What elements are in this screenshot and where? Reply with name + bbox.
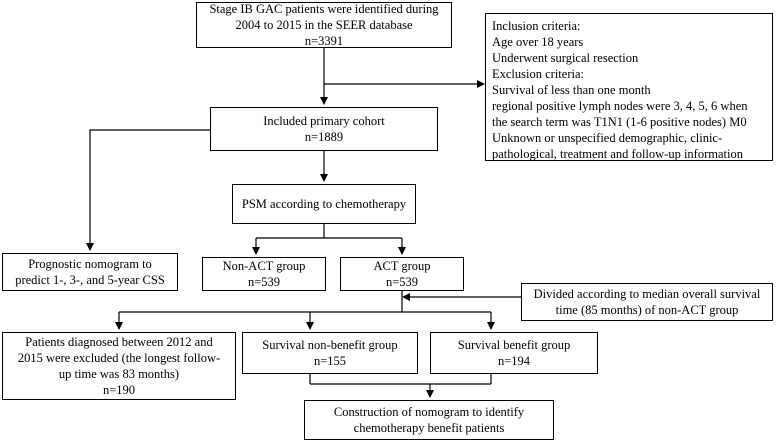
- node-text-line: time (85 months) of non-ACT group: [555, 303, 739, 317]
- node-survival-non-benefit-group: Survival non-benefit group n=155: [242, 332, 418, 374]
- node-text-line: chemotherapy benefit patients: [353, 421, 505, 435]
- node-text-line: 2015 were excluded (the longest follow-: [17, 351, 221, 365]
- node-text-line: n=3391: [304, 34, 344, 48]
- node-text-line: predict 1-, 3-, and 5-year CSS: [15, 273, 165, 287]
- node-text-line: n=194: [497, 354, 531, 368]
- node-inclusion-exclusion-criteria: Inclusion criteria: Age over 18 years Un…: [485, 13, 773, 161]
- node-text-line: n=539: [247, 275, 281, 289]
- criteria-line: Inclusion criteria:: [492, 19, 581, 33]
- node-text-line: n=190: [102, 383, 136, 397]
- node-non-act-group: Non-ACT group n=539: [202, 257, 326, 291]
- node-prognostic-nomogram: Prognostic nomogram to predict 1-, 3-, a…: [2, 253, 178, 291]
- node-text-line: Prognostic nomogram to: [28, 257, 152, 271]
- node-text-line: Patients diagnosed between 2012 and: [25, 335, 213, 349]
- node-text-line: n=155: [313, 354, 347, 368]
- node-primary-cohort: Included primary cohort n=1889: [210, 107, 438, 151]
- node-text-line: Survival non-benefit group: [262, 338, 398, 352]
- criteria-line: regional positive lymph nodes were 3, 4,…: [492, 99, 748, 113]
- criteria-line: Unknown or unspecified demographic, clin…: [492, 131, 723, 145]
- node-text-line: up time was 83 months): [58, 367, 180, 381]
- node-text-line: Stage IB GAC patients were identified du…: [209, 2, 439, 16]
- node-text-line: n=539: [385, 275, 419, 289]
- criteria-line: Survival of less than one month: [492, 83, 651, 97]
- node-text-line: PSM according to chemotherapy: [241, 197, 407, 211]
- node-excluded-patients: Patients diagnosed between 2012 and 2015…: [2, 332, 236, 400]
- node-construction-nomogram: Construction of nomogram to identify che…: [304, 400, 554, 440]
- node-stage-ib-patients: Stage IB GAC patients were identified du…: [196, 2, 452, 48]
- arrow-to-prognostic: [86, 129, 210, 251]
- node-text-line: 2004 to 2015 in the SEER database: [235, 18, 413, 32]
- criteria-line: Age over 18 years: [492, 35, 584, 49]
- node-divided-by-median-survival: Divided according to median overall surv…: [521, 283, 773, 321]
- node-psm-chemotherapy: PSM according to chemotherapy: [232, 184, 416, 224]
- node-text-line: n=1889: [304, 130, 344, 144]
- criteria-line: Underwent surgical resection: [492, 51, 639, 65]
- node-text-line: Divided according to median overall surv…: [533, 287, 761, 301]
- node-survival-benefit-group: Survival benefit group n=194: [430, 332, 598, 374]
- node-text-line: Included primary cohort: [263, 114, 385, 128]
- node-text-line: ACT group: [373, 259, 431, 273]
- criteria-line: Exclusion criteria:: [492, 67, 584, 81]
- criteria-line: the search term was T1N1 (1-6 positive n…: [492, 115, 747, 129]
- criteria-line: pathological, treatment and follow-up in…: [492, 147, 743, 161]
- node-text-line: Non-ACT group: [222, 259, 306, 273]
- node-act-group: ACT group n=539: [340, 257, 464, 291]
- node-text-line: Survival benefit group: [457, 338, 571, 352]
- node-text-line: Construction of nomogram to identify: [333, 405, 525, 419]
